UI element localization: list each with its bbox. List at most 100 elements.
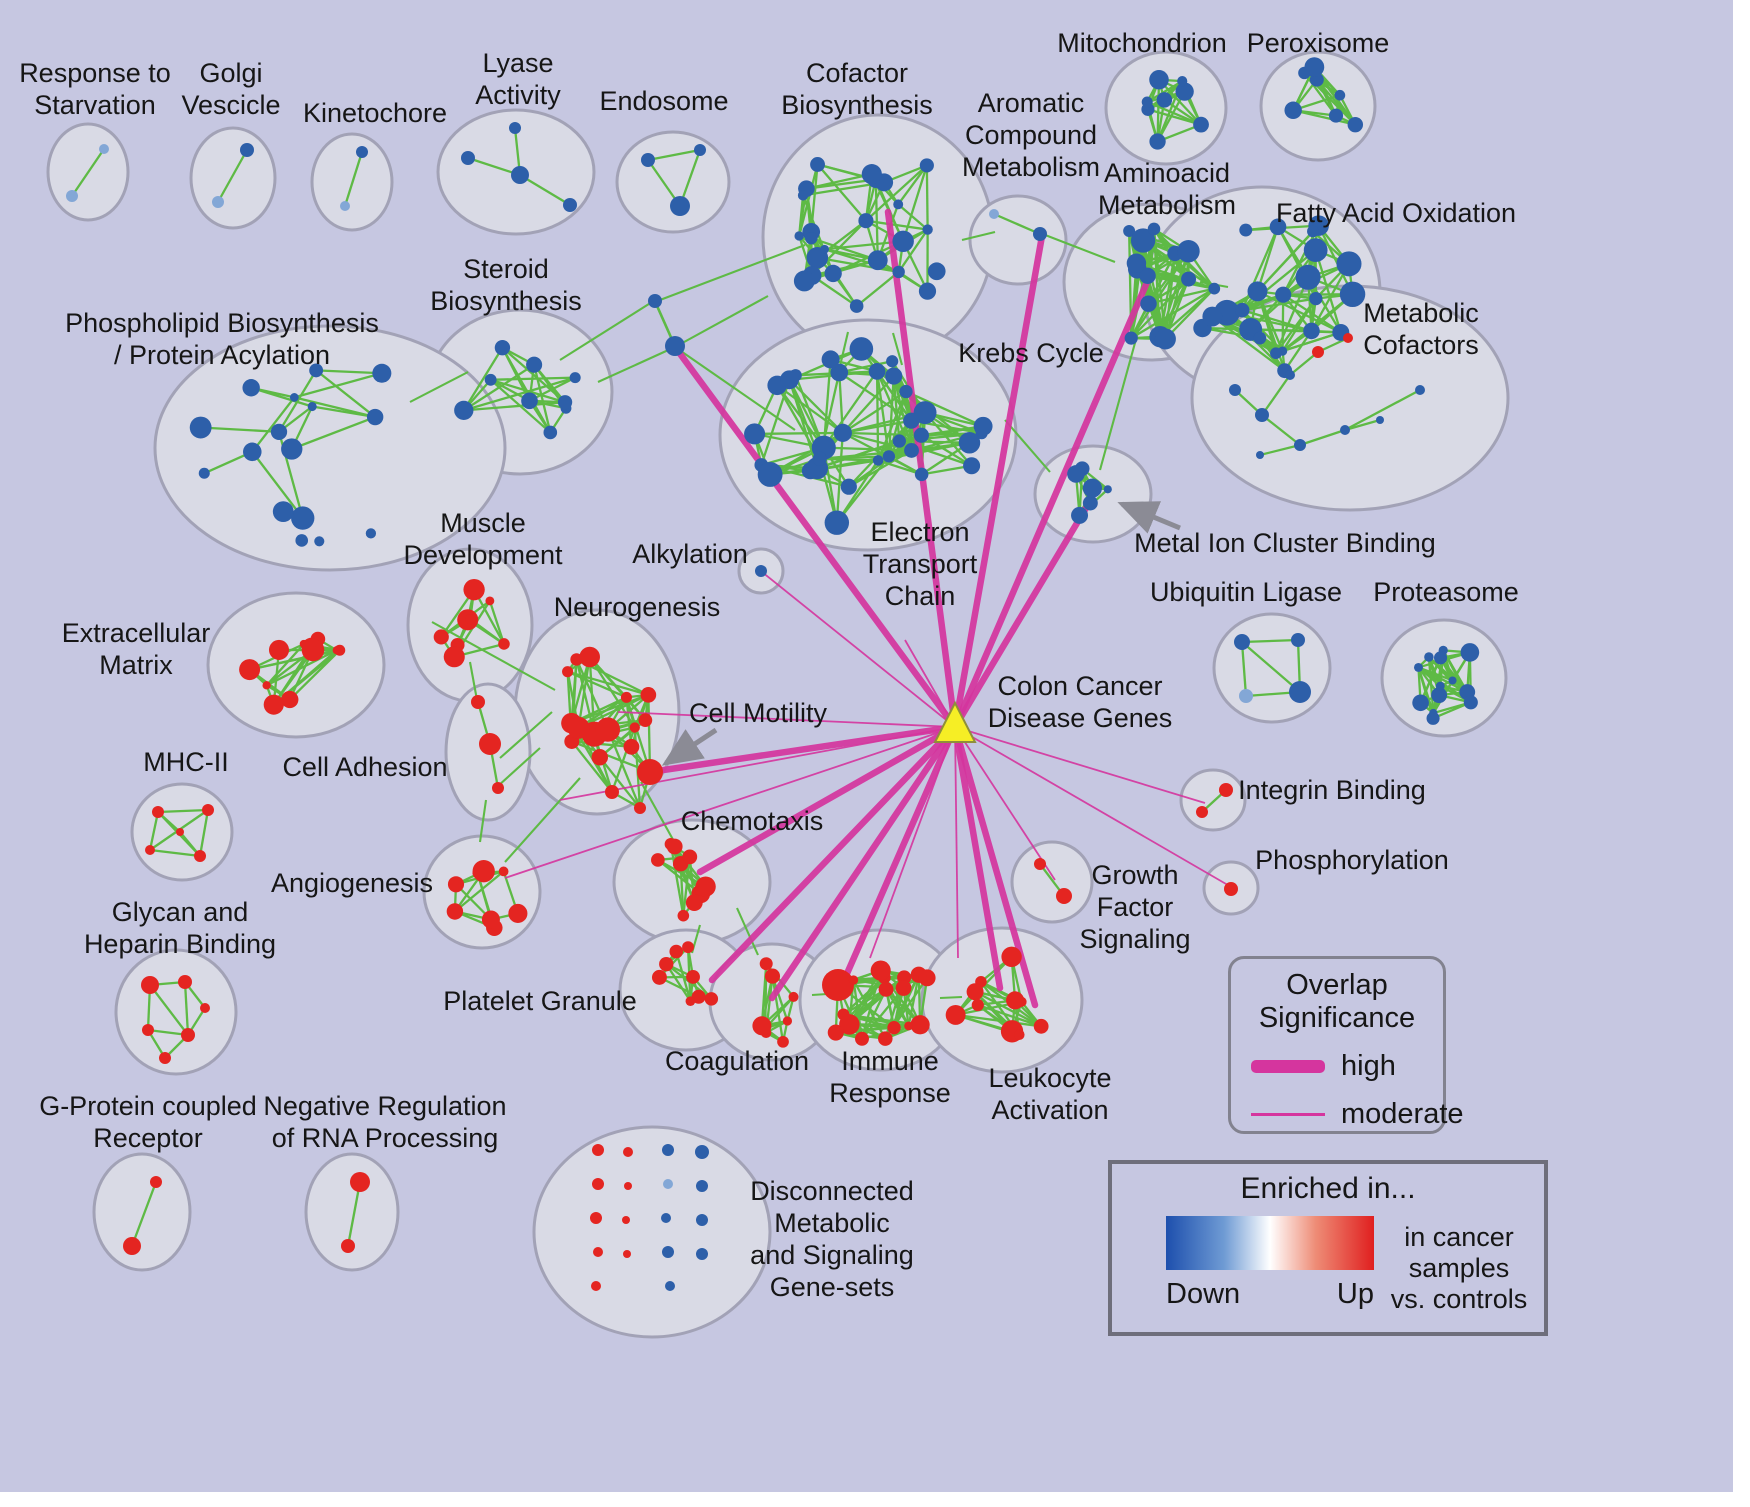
label-metal-ion-cluster-binding: Metal Ion Cluster Binding <box>1134 528 1436 558</box>
cluster-disconnected-gene-sets <box>532 1125 772 1339</box>
gene-set-node <box>904 443 919 458</box>
gene-set-node <box>963 457 981 475</box>
gene-overlap-edge <box>575 658 609 731</box>
gene-set-node <box>919 158 934 173</box>
gene-set-node <box>1334 89 1346 101</box>
gene-set-node <box>1312 346 1324 358</box>
gene-set-node <box>1219 783 1233 797</box>
inter-cluster-edge <box>504 777 581 863</box>
cluster-golgi-vescicle <box>189 126 277 230</box>
gene-set-node <box>340 201 350 211</box>
gene-overlap-edge <box>577 656 591 728</box>
gene-overlap-edge <box>977 1003 1042 1028</box>
gene-set-node <box>840 478 857 495</box>
gene-set-node <box>887 1021 901 1035</box>
gene-set-node <box>479 733 501 755</box>
overlap-edge-moderate <box>504 726 956 879</box>
gene-set-node <box>797 190 809 201</box>
gene-set-node <box>704 992 719 1006</box>
gene-set-node <box>629 722 640 733</box>
gene-set-node <box>1193 116 1209 133</box>
gene-set-node <box>918 969 936 987</box>
gene-set-node <box>145 845 155 855</box>
gene-overlap-edge <box>533 363 566 403</box>
gene-set-node <box>521 392 538 410</box>
gene-set-node <box>301 638 325 662</box>
gene-set-node <box>332 646 341 655</box>
gene-set-node <box>1141 96 1153 108</box>
gene-set-node <box>1224 882 1238 896</box>
gene-overlap-edge <box>1241 638 1299 644</box>
gene-overlap-edge <box>71 148 105 197</box>
gene-set-node <box>498 866 509 877</box>
gene-overlap-edge <box>788 379 825 449</box>
cluster-endosome <box>615 130 731 234</box>
gene-set-node <box>591 1281 601 1291</box>
gene-set-node <box>1139 267 1156 284</box>
gene-set-node <box>1202 306 1223 327</box>
overlap-edge-moderate <box>954 726 1234 889</box>
gene-set-node <box>833 423 852 442</box>
gene-set-node <box>289 393 299 402</box>
gene-set-node <box>810 157 825 172</box>
gene-set-node <box>562 666 574 678</box>
gene-overlap-edge <box>822 359 832 448</box>
gene-set-node <box>913 401 937 425</box>
overlap-edge-moderate <box>954 726 1206 804</box>
gene-overlap-edge <box>463 401 566 412</box>
inter-cluster-edge <box>838 331 850 367</box>
disease-gene-hub <box>933 700 977 743</box>
gene-set-node <box>350 1172 370 1192</box>
gene-set-node <box>198 467 210 479</box>
enrichment-scale-labels: Down Up <box>1166 1278 1374 1311</box>
gene-set-node <box>623 1250 631 1258</box>
gene-set-node <box>1082 495 1098 511</box>
enrichment-gradient-bar <box>1166 1216 1374 1270</box>
gene-set-node <box>910 1015 930 1035</box>
inter-cluster-edge <box>640 781 677 846</box>
gene-overlap-edge <box>842 431 922 437</box>
moderate-significance-line <box>1251 1113 1325 1116</box>
gene-overlap-edge <box>606 729 642 809</box>
gene-set-node <box>471 695 485 709</box>
gene-set-node <box>918 282 937 300</box>
inter-cluster-edges <box>409 230 1229 1000</box>
gene-set-node <box>1413 662 1423 672</box>
gene-set-node <box>240 143 254 157</box>
gene-set-node <box>682 941 694 954</box>
overlap-edge-high <box>696 723 959 876</box>
up-label: Up <box>1336 1278 1374 1310</box>
gene-overlap-edge <box>454 870 505 913</box>
pointer-arrows <box>661 501 1181 766</box>
gene-overlap-edge <box>528 376 576 402</box>
gene-set-node <box>1431 687 1448 704</box>
label-peroxisome: Peroxisome <box>1247 28 1390 58</box>
gene-overlap-edge <box>1317 225 1354 295</box>
gene-set-node <box>849 299 864 313</box>
gene-set-node <box>1284 101 1302 120</box>
gene-set-node <box>1001 946 1022 967</box>
gene-set-node <box>1154 328 1176 350</box>
legend-enriched-in: Enriched in... Down Up in cancer samples… <box>1108 1160 1548 1336</box>
inter-cluster-edge <box>891 332 904 366</box>
gene-set-node <box>465 613 476 625</box>
gene-overlap-edge <box>1146 80 1183 103</box>
gene-set-node <box>509 122 521 134</box>
inter-cluster-edge <box>468 661 479 701</box>
pointer-arrow <box>1117 501 1181 534</box>
gene-set-node <box>1415 385 1425 395</box>
gene-set-node <box>1247 281 1268 302</box>
gene-set-node <box>595 717 621 742</box>
gene-overlap-edge <box>875 371 891 457</box>
gene-set-node <box>291 506 315 530</box>
gene-overlap-edge <box>902 165 928 242</box>
gene-overlap-edge <box>852 979 864 1039</box>
label-krebs-cycle: Krebs Cycle <box>958 338 1104 368</box>
gene-set-node <box>849 337 874 361</box>
gene-set-node <box>624 1182 632 1190</box>
label-neurogenesis: Neurogenesis <box>554 592 721 622</box>
